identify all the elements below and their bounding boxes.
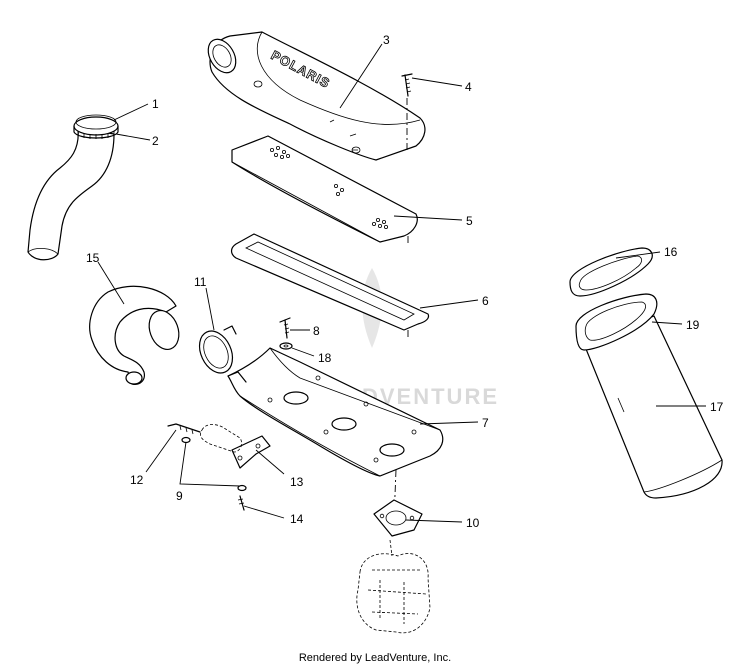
callout-12: 12 [130,473,144,487]
alignment-line [393,98,409,521]
part-15-elbow-duct [89,285,180,385]
part-16-oval-ring [569,247,653,297]
part-8-screw [279,317,291,339]
callout-2: 2 [152,134,159,148]
callout-10: 10 [466,516,480,530]
callout-18: 18 [318,351,332,365]
part-9-washers [181,436,247,492]
part-18-washer [279,342,293,350]
callout-17: 17 [710,400,724,414]
part-11-clamp [198,325,237,374]
callout-15: 15 [86,251,100,265]
part-17-tube [583,315,723,499]
callout-19: 19 [686,318,700,332]
callout-3: 3 [383,33,390,47]
callout-11: 11 [194,275,207,289]
part-13-bracket [200,424,271,469]
part-2-intake-hose [27,127,115,261]
callout-4: 4 [465,80,472,94]
part-5-filter-plate [231,135,418,243]
callout-16: 16 [664,245,678,259]
part-7-airbox-base [227,347,444,477]
part-4-screw [401,73,413,97]
callout-13: 13 [290,475,304,489]
callout-14: 14 [290,512,304,526]
callout-7: 7 [482,416,489,430]
part-12-bolt [167,423,201,435]
part-6-gasket [230,233,430,331]
leader-lines [97,43,706,523]
footer-credit: Rendered by LeadVenture, Inc. [298,652,452,664]
callout-numbers: 1 2 3 4 5 6 7 8 9 10 11 12 13 14 15 16 1… [86,33,724,530]
carburetor-phantom [356,539,431,634]
callout-6: 6 [482,294,489,308]
callout-1: 1 [152,97,159,111]
part-1-hose-clamp [73,114,119,139]
part-3-airbox-cover: POLARIS [207,31,426,161]
part-10-flange-gasket [373,499,423,537]
callout-5: 5 [466,214,473,228]
part-19-collar [575,293,658,351]
callout-8: 8 [313,324,320,338]
callout-9: 9 [176,489,183,503]
part-14-screw [237,495,245,511]
